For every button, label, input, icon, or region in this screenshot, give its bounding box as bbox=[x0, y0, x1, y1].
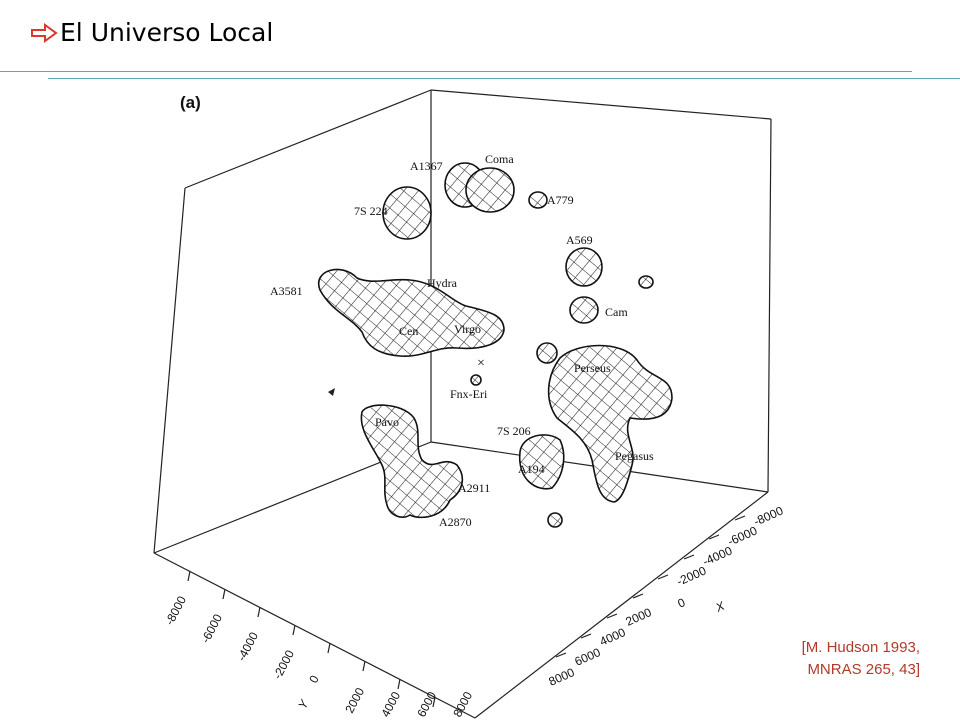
label-a194: A194 bbox=[518, 462, 545, 476]
surface-a1367 bbox=[382, 186, 432, 240]
citation-line-1: [M. Hudson 1993, bbox=[801, 639, 920, 656]
slide-title: El Universo Local bbox=[30, 18, 273, 47]
y-tick-label: 2000 bbox=[342, 685, 367, 715]
y-tick-label: 4000 bbox=[378, 689, 403, 719]
x-tick-label: -2000 bbox=[675, 563, 709, 588]
surface-a3581-cen-virgo bbox=[317, 268, 505, 357]
title-divider-bottom bbox=[48, 78, 960, 79]
figure-labels: (a) A1367 Coma 7S 224 A779 A569 A3581 Hy… bbox=[180, 93, 654, 529]
y-tick-label: 6000 bbox=[414, 689, 439, 719]
y-tick-label: -6000 bbox=[198, 611, 225, 645]
y-tick-label: 8000 bbox=[450, 689, 475, 719]
label-a2870: A2870 bbox=[439, 515, 472, 529]
surface-fnx-left bbox=[536, 342, 558, 364]
title-divider-top bbox=[0, 71, 912, 72]
citation: [M. Hudson 1993, MNRAS 265, 43] bbox=[730, 637, 920, 681]
label-fnx-eri: Fnx-Eri bbox=[450, 387, 488, 401]
surface-a779 bbox=[528, 191, 548, 209]
center-marker: × bbox=[477, 356, 485, 371]
slide-title-text: El Universo Local bbox=[60, 18, 274, 47]
label-a569: A569 bbox=[566, 233, 593, 247]
label-a3581: A3581 bbox=[270, 284, 303, 298]
x-tick-label: -8000 bbox=[752, 503, 786, 528]
x-tick-label: 8000 bbox=[547, 665, 577, 689]
x-tick-label: 2000 bbox=[624, 605, 654, 629]
label-7s224: 7S 224 bbox=[354, 204, 388, 218]
label-a1367: A1367 bbox=[410, 159, 443, 173]
local-universe-figure: (a) A1367 Coma 7S 224 A779 A569 A3581 Hy… bbox=[152, 80, 808, 720]
density-contour-plot: (a) A1367 Coma 7S 224 A779 A569 A3581 Hy… bbox=[153, 89, 786, 719]
density-surfaces bbox=[317, 162, 673, 528]
surface-fnx-eri bbox=[470, 374, 482, 386]
hollow-arrow-right-icon bbox=[31, 22, 58, 43]
x-tick-label: -4000 bbox=[701, 543, 735, 568]
label-pegasus: Pegasus bbox=[615, 449, 654, 463]
x-tick-label: -6000 bbox=[726, 523, 760, 548]
surface-coma bbox=[465, 167, 515, 213]
surface-bottom-small bbox=[547, 512, 563, 528]
x-tick-label: 4000 bbox=[598, 625, 628, 649]
axis-ticks bbox=[187, 515, 746, 708]
left-small-marker bbox=[328, 388, 335, 396]
label-a779: A779 bbox=[547, 193, 574, 207]
surface-a194 bbox=[519, 434, 565, 490]
y-axis-label: Y bbox=[295, 697, 312, 712]
label-a2911: A2911 bbox=[458, 481, 490, 495]
surface-perseus-pegasus bbox=[547, 344, 673, 503]
y-tick-label: 0 bbox=[306, 673, 322, 686]
surface-pavo-a2911-a2870 bbox=[360, 404, 464, 519]
y-tick-label: -4000 bbox=[234, 629, 261, 663]
citation-line-2: MNRAS 265, 43] bbox=[807, 661, 920, 678]
label-coma: Coma bbox=[485, 152, 514, 166]
label-virgo: Virgo bbox=[454, 322, 481, 336]
surface-small-right bbox=[638, 275, 654, 289]
panel-label: (a) bbox=[180, 93, 201, 112]
label-pavo: Pavo bbox=[375, 415, 399, 429]
x-tick-label: 0 bbox=[676, 595, 688, 611]
label-cen: Cen bbox=[399, 324, 418, 338]
y-tick-label: -2000 bbox=[270, 647, 297, 681]
label-7s206: 7S 206 bbox=[497, 424, 531, 438]
x-axis-label: X bbox=[713, 598, 728, 615]
surface-cam bbox=[569, 296, 599, 324]
label-cam: Cam bbox=[605, 305, 628, 319]
surface-a569 bbox=[565, 247, 603, 287]
label-perseus: Perseus bbox=[574, 361, 611, 375]
x-tick-label: 6000 bbox=[573, 645, 603, 669]
label-hydra: Hydra bbox=[427, 276, 458, 290]
y-tick-label: -8000 bbox=[162, 593, 189, 627]
y-axis-tick-labels: -8000 -6000 -4000 -2000 0 2000 4000 6000… bbox=[162, 593, 475, 719]
